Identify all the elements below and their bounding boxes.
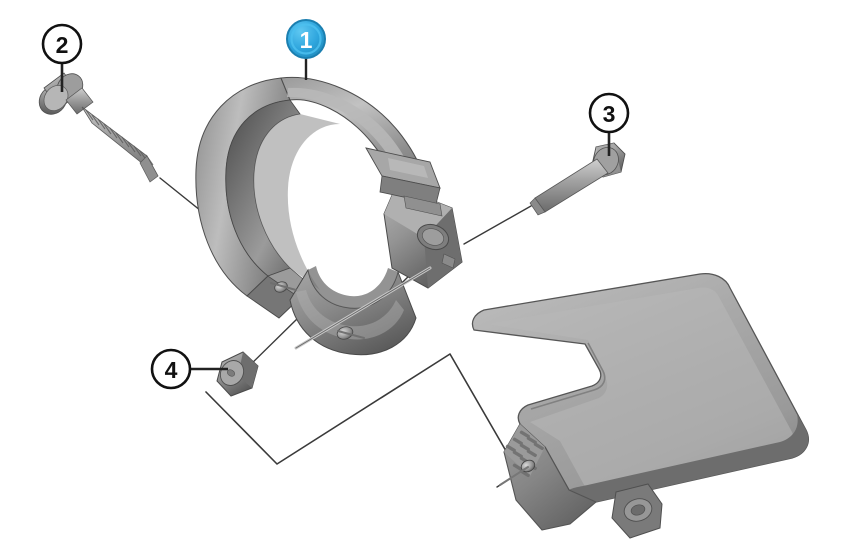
lever-corner-crease	[530, 342, 606, 410]
clamp-upper-tab	[365, 147, 443, 217]
part-clamp-nut[interactable]	[216, 351, 259, 397]
part-shift-lever-unit[interactable]	[471, 272, 809, 539]
lever-bottom-shadow	[569, 414, 809, 502]
bolt2-thread	[81, 106, 159, 183]
lever-top-highlight	[486, 287, 794, 492]
clamp-lug-block	[383, 185, 463, 289]
lever-pivot-boss	[611, 483, 663, 539]
callout-1-circle	[286, 19, 326, 59]
callout-marker-4[interactable]: 4	[150, 348, 228, 390]
clamp-bolt-axis-pins	[270, 282, 365, 339]
callout-1-inner-ring	[290, 23, 322, 55]
leader-bolt3-to-lug	[463, 205, 532, 245]
bolt3-shank	[534, 158, 609, 213]
part-clamp-band[interactable]	[195, 76, 463, 356]
part-clamp-bolt-long[interactable]	[34, 69, 159, 183]
assembly-path-line	[205, 353, 522, 478]
clamp-band-inner-wall	[253, 114, 340, 290]
part-clamp-bolt-short[interactable]	[529, 142, 626, 216]
callout-2-circle	[41, 23, 83, 65]
callout-3-circle	[588, 92, 630, 134]
bolt2-shank	[65, 87, 94, 115]
callout-4-circle	[150, 348, 192, 390]
lever-mount-foot	[499, 423, 597, 531]
callout-marker-1[interactable]: 1	[286, 19, 326, 80]
